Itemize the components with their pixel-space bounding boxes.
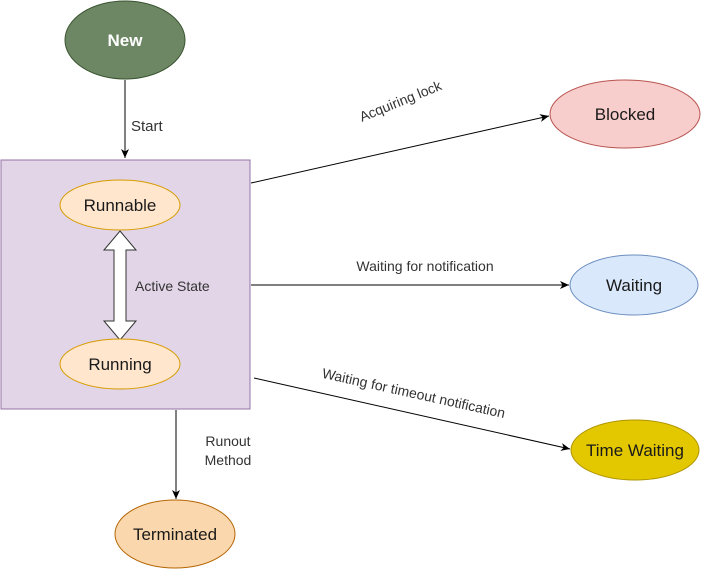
node-runnable-label: Runnable — [84, 196, 157, 215]
node-terminated-label: Terminated — [133, 525, 217, 544]
edge-label-runout-line1: Runout — [205, 433, 250, 449]
node-new[interactable]: New — [64, 0, 186, 80]
node-blocked-shape — [549, 79, 701, 149]
node-waiting-shape — [569, 254, 699, 316]
node-new-shape — [64, 0, 186, 80]
node-runnable-shape — [59, 179, 181, 231]
edge-label-timeout-notification: Waiting for timeout notification — [321, 365, 507, 421]
node-waiting[interactable]: Waiting — [569, 254, 699, 316]
node-terminated-shape — [114, 499, 236, 569]
node-time-waiting[interactable]: Time Waiting — [570, 419, 700, 481]
node-running-label: Running — [88, 355, 151, 374]
edge-acquiring-lock — [250, 114, 550, 184]
node-waiting-label: Waiting — [606, 276, 662, 295]
node-terminated[interactable]: Terminated — [114, 499, 236, 569]
node-blocked-label: Blocked — [595, 105, 655, 124]
node-running[interactable]: Running — [59, 338, 181, 390]
edge-label-acquiring-lock: Acquiring lock — [357, 77, 445, 125]
edge-label-runout-line2: Method — [205, 452, 252, 468]
edge-label-start: Start — [131, 118, 164, 135]
node-time-waiting-shape — [570, 419, 700, 481]
node-running-shape — [59, 338, 181, 390]
node-blocked[interactable]: Blocked — [549, 79, 701, 149]
edge-label-active-state: Active State — [135, 278, 210, 294]
node-time-waiting-label: Time Waiting — [586, 441, 684, 460]
node-runnable[interactable]: Runnable — [59, 179, 181, 231]
node-new-label: New — [108, 31, 144, 50]
edge-label-waiting-notification: Waiting for notification — [356, 258, 493, 274]
edge-timeout-notification — [253, 377, 571, 451]
